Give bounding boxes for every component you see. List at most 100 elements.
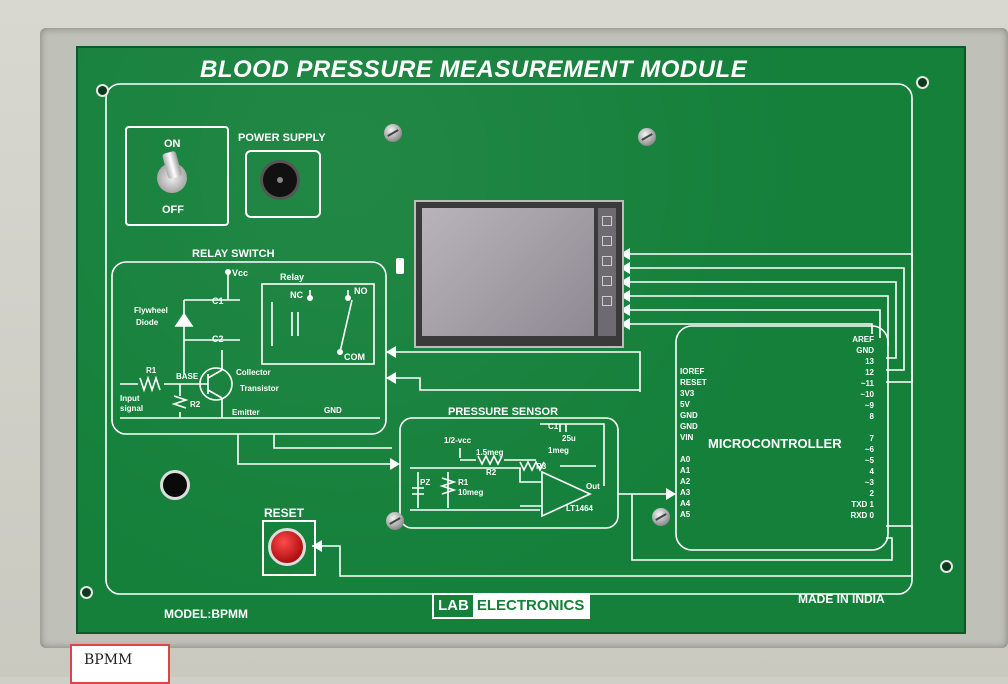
sensor-pz-label: PZ bbox=[420, 478, 431, 487]
made-in-label: MADE IN INDIA bbox=[798, 592, 885, 606]
mcu-pin-label: ~10 bbox=[860, 390, 874, 399]
mcu-pin-label: TXD 1 bbox=[851, 500, 874, 509]
mcu-pin-label: 4 bbox=[869, 467, 874, 476]
brand-logo: LAB ELECTRONICS bbox=[432, 593, 591, 619]
base-label: BASE bbox=[176, 372, 199, 381]
microcontroller-title: MICROCONTROLLER bbox=[708, 436, 842, 451]
lcd-glass bbox=[422, 208, 594, 336]
input-label: Input bbox=[120, 394, 140, 403]
signal-label: signal bbox=[120, 404, 144, 413]
sensor-r2-value: 1.5meg bbox=[476, 448, 504, 457]
mcu-pin-label: 3V3 bbox=[680, 389, 695, 398]
mcu-pin-label: VIN bbox=[680, 433, 694, 442]
mcu-pin-label: 5V bbox=[680, 400, 690, 409]
mounting-hole bbox=[96, 84, 109, 97]
mcu-pin-label: 13 bbox=[865, 357, 874, 366]
mcu-pin-label: A4 bbox=[680, 499, 691, 508]
mcu-pin-label: A0 bbox=[680, 455, 691, 464]
model-label: MODEL:BPMM bbox=[164, 607, 248, 621]
screw bbox=[638, 128, 656, 146]
sensor-r1-label: R1 bbox=[458, 478, 469, 487]
mcu-pin-label bbox=[830, 422, 874, 433]
screw bbox=[386, 512, 404, 530]
mcu-pin-label: ~5 bbox=[864, 456, 874, 465]
brand-lab: LAB bbox=[438, 597, 469, 614]
lcd-display bbox=[414, 200, 624, 348]
power-switch-frame bbox=[125, 126, 229, 226]
sensor-r2-label: R2 bbox=[486, 468, 497, 477]
mcu-pin-label: A2 bbox=[680, 477, 691, 486]
lcd-pad bbox=[602, 216, 612, 226]
emitter-label: Emitter bbox=[232, 408, 260, 417]
mcu-pin-label: 7 bbox=[869, 434, 874, 443]
relay-vcc-label: Vcc bbox=[232, 268, 249, 278]
probe-socket[interactable] bbox=[160, 470, 190, 500]
mcu-pin-label: RESET bbox=[680, 378, 707, 387]
handwritten-tag: BPMM bbox=[70, 644, 170, 684]
mcu-pin-label: ~11 bbox=[860, 379, 874, 388]
collector-label: Collector bbox=[236, 368, 271, 377]
mcu-pin-label bbox=[680, 443, 707, 454]
relay-switch-title: RELAY SWITCH bbox=[192, 248, 275, 260]
mounting-hole bbox=[940, 560, 953, 573]
reset-button[interactable] bbox=[268, 528, 306, 566]
relay-label: Relay bbox=[280, 272, 305, 282]
power-supply-label: POWER SUPPLY bbox=[238, 132, 326, 144]
sensor-c1-label: C1 bbox=[548, 422, 559, 431]
lcd-pad bbox=[602, 276, 612, 286]
relay-c1-label: C1 bbox=[212, 296, 224, 306]
relay-com-label: COM bbox=[344, 352, 365, 362]
mounting-hole bbox=[916, 76, 929, 89]
power-jack-frame bbox=[245, 150, 321, 218]
mcu-pin-label: A1 bbox=[680, 466, 691, 475]
sensor-ic-label: LT1464 bbox=[566, 504, 593, 513]
mounting-hole bbox=[80, 586, 93, 599]
sensor-out-label: Out bbox=[586, 482, 600, 491]
lcd-pad bbox=[602, 236, 612, 246]
sensor-vcc-label: 1/2-vcc bbox=[444, 436, 472, 445]
sensor-r3-label: R3 bbox=[536, 462, 547, 471]
mcu-pin-label: AREF bbox=[852, 335, 874, 344]
mcu-pin-label: 12 bbox=[865, 368, 874, 377]
mcu-pin-label: RXD 0 bbox=[850, 511, 874, 520]
lcd-connector bbox=[396, 258, 404, 274]
mcu-pin-label: ~3 bbox=[864, 478, 874, 487]
board-title: BLOOD PRESSURE MEASUREMENT MODULE bbox=[200, 56, 748, 83]
diode-label: Diode bbox=[136, 318, 159, 327]
power-jack[interactable] bbox=[260, 160, 300, 200]
mcu-pin-label: GND bbox=[680, 422, 698, 431]
pressure-sensor-title: PRESSURE SENSOR bbox=[448, 406, 559, 418]
mcu-pin-label: A5 bbox=[680, 510, 691, 519]
tag-text: BPMM bbox=[84, 652, 133, 668]
relay-no-label: NO bbox=[354, 286, 368, 296]
relay-r1-label: R1 bbox=[146, 366, 157, 375]
mcu-pin-label: ~9 bbox=[864, 401, 874, 410]
relay-r2-label: R2 bbox=[190, 400, 201, 409]
relay-nc-label: NC bbox=[290, 290, 303, 300]
relay-gnd-label: GND bbox=[324, 406, 342, 415]
mcu-pin-label: 8 bbox=[869, 412, 874, 421]
reset-button-frame bbox=[262, 520, 316, 576]
sensor-r1-value: 10meg bbox=[458, 488, 484, 497]
mcu-pin-label: IOREF bbox=[680, 367, 705, 376]
screw bbox=[652, 508, 670, 526]
mcu-pin-label: ~6 bbox=[864, 445, 874, 454]
transistor-label: Transistor bbox=[240, 384, 279, 393]
flywheel-label: Flywheel bbox=[134, 306, 168, 315]
switch-off-label: OFF bbox=[162, 204, 184, 216]
mcu-pin-label: A3 bbox=[680, 488, 691, 497]
sensor-r3-value: 1meg bbox=[548, 446, 569, 455]
lcd-edge-strip bbox=[598, 208, 616, 336]
reset-label: RESET bbox=[264, 506, 305, 520]
mcu-pin-label: GND bbox=[680, 411, 698, 420]
screw bbox=[384, 124, 402, 142]
mcu-pin-label: 2 bbox=[869, 489, 874, 498]
lcd-pad bbox=[602, 296, 612, 306]
brand-electronics: ELECTRONICS bbox=[472, 595, 589, 617]
switch-on-label: ON bbox=[164, 138, 181, 150]
mcu-pin-label: GND bbox=[856, 346, 874, 355]
lcd-pad bbox=[602, 256, 612, 266]
